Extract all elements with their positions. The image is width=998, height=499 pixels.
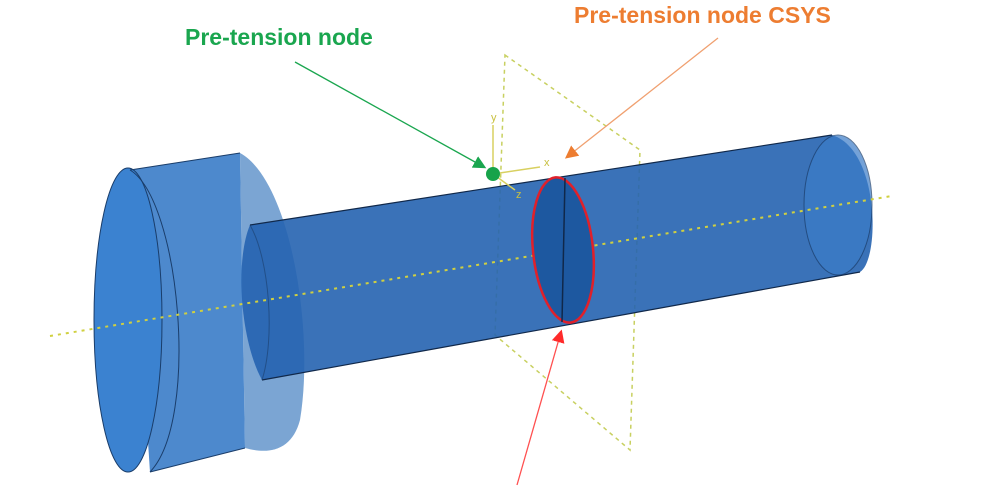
csys-triad [492,125,541,191]
node-arrow [294,61,487,169]
bolt-axis [49,195,893,337]
csys-x-label: x [544,157,550,169]
section-arrow [516,329,565,486]
pretension-node [486,167,500,181]
csys-label: Pre-tension node CSYS [574,2,831,28]
datum-plane [494,53,641,452]
pretension-section [530,176,596,324]
csys-y-label: y [491,112,497,124]
csys-arrow [564,37,719,159]
node-label: Pre-tension node [185,24,373,50]
csys-z-label: z [516,189,522,201]
